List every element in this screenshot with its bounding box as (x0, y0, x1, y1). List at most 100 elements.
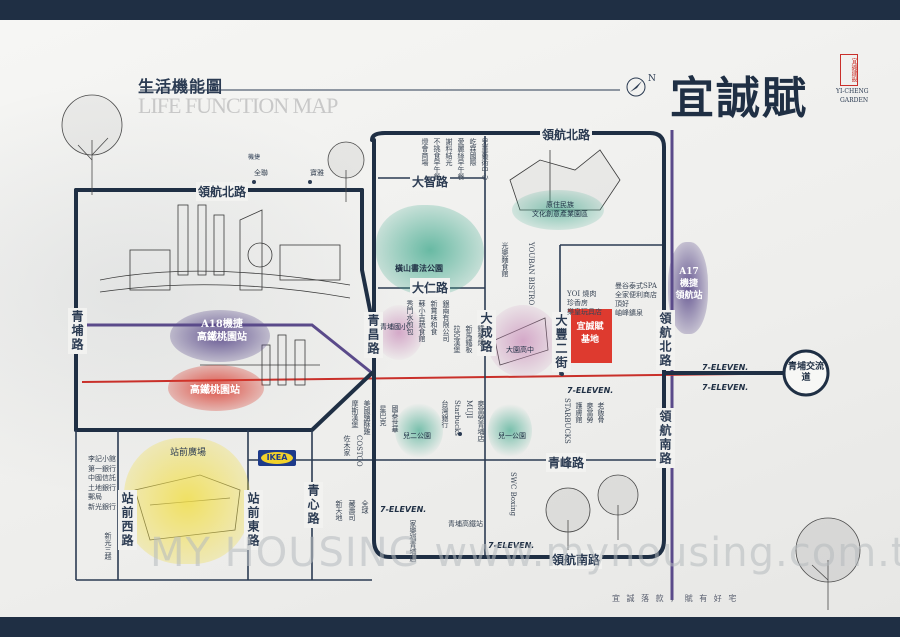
seven-eleven-1: 7-ELEVEN. (702, 363, 749, 372)
poi-misc-right: 護膚館 麥當勞 老飯骨 (574, 402, 605, 423)
poi-left-top-2: 寶雅 (310, 169, 324, 177)
poi-item: 全球 (361, 500, 369, 514)
road-label-linghang-north-v: 領航北路 (656, 310, 675, 370)
poi-item: 郵局 (88, 493, 102, 501)
a18-title: A18機捷 (201, 319, 243, 330)
poi-item: 麥當勞 (586, 402, 594, 423)
poi-item: 麥當勞青埔店 (477, 400, 485, 442)
a17-label[interactable]: A17 機捷 領航站 (674, 266, 704, 302)
a17-sub1: 機捷 (679, 279, 698, 289)
road-label-dazhi: 大智路 (410, 172, 451, 191)
aboriginal-label: 原住民族 文化創意產業園區 (522, 201, 598, 219)
poi-item: 岫峰鑛泉 (615, 309, 643, 317)
aboriginal-park-blob (512, 190, 604, 230)
park2-label: 兒二公園 (403, 432, 431, 440)
poi-dot (560, 372, 564, 376)
a18-label[interactable]: A18機捷 高鐵桃園站 (182, 318, 262, 344)
poi-item: 不挑食早午餐 (433, 138, 441, 180)
poi-item: YOI 燒肉 (567, 290, 597, 298)
poi-item: 老飯骨 (597, 402, 605, 423)
skyline-sketch (99, 204, 351, 299)
poi-item: Starbucks (453, 400, 461, 436)
road-linghang-loop (370, 131, 666, 559)
poi-item: 星巴克 (379, 405, 387, 426)
poi-starbucks: STARBUCKS (563, 398, 571, 444)
poi-right-list: YOI 燒肉 珍香房 樂皇玩具店 (567, 290, 602, 317)
a17-title: A17 (679, 267, 699, 277)
road-label-zhanqian-east: 站前東路 (244, 490, 263, 550)
poi-bottom-center: 家樂福青埔店 (409, 520, 417, 562)
road-link (360, 188, 374, 322)
poi-item: MUJI (465, 400, 473, 419)
poi-yu-shop: 光樂麵食館 (501, 242, 509, 277)
poi-item: 藏壽司 (348, 500, 356, 521)
poi-station-west: 李記小館 第一銀行 中國信託 土地銀行 郵局 新光銀行 (88, 455, 116, 512)
poi-item: 第一銀行 (88, 464, 116, 473)
tree-sketch-bottom (597, 474, 639, 540)
poi-item: 珍香房 (567, 299, 588, 307)
tree-sketch-mid (545, 487, 591, 565)
north-compass-icon (626, 77, 646, 97)
tree-sketch-topleft (61, 94, 123, 195)
poi-item: 新天地 (335, 500, 343, 521)
shopping-plaza-blob (124, 438, 250, 564)
poi-bottom-mid: 青埔高鐵站 (448, 520, 483, 528)
brand-slogan: 宜 誠 落 款 ， 賦 有 好 宅 (612, 594, 739, 603)
a17-sub2: 領航站 (675, 291, 703, 301)
road-label-linghang-south-v: 領航南路 (656, 408, 675, 468)
poi-item: 台灣銀行 (441, 400, 449, 428)
poi-mid-col1: 秀門水煎包 蘇小吉蔬食館 新賞味和食 銀兩有限公司 (405, 300, 450, 342)
poi-item: 新賞味和食 (430, 300, 438, 335)
tree-sketch-bottomright (795, 517, 861, 610)
poi-item: 蘇小吉蔬食館 (418, 300, 426, 342)
poi-dot (308, 180, 312, 184)
daxi-high-blob (487, 305, 559, 377)
poi-item: 中國信託 (88, 474, 116, 482)
map-title-en: LIFE FUNCTION MAP (138, 93, 338, 118)
poi-item: 屹霖國際 (469, 138, 477, 166)
poi-swc: SWC Boxing (509, 472, 517, 517)
brand-seal-text: 宜誠建設 (850, 58, 857, 82)
road-label-qingxin: 青心路 (304, 482, 323, 528)
poi-item: 愛麗絲早午餐 (457, 138, 465, 180)
poi-qingchang-misc: 星巴克 國泰世華 (378, 405, 399, 433)
seven-eleven-5: 7-ELEVEN. (488, 541, 535, 550)
poi-item: 秀門水煎包 (406, 300, 414, 335)
poi-item: 鐵板燒 (477, 325, 485, 346)
poi-item: 摩斯漢堡 (351, 400, 359, 428)
mrt-icon: 機捷 (248, 154, 261, 161)
north-label: N (648, 74, 656, 84)
poi-item: 美國鹽酥雞 (363, 400, 371, 435)
poi-dot (458, 432, 462, 436)
site-marker[interactable]: 宜誠賦 基地 (568, 309, 612, 363)
poi-near-hsr: 佐木家 COSTCO (342, 435, 363, 467)
site-line2: 基地 (580, 335, 599, 345)
qingpu-elem-blob (375, 305, 423, 360)
hsr-blob (168, 365, 264, 411)
qingpu-elem-label: 青埔國小 (380, 323, 408, 331)
a18-blob (170, 310, 270, 362)
poi-item: 新馬鐵板 (465, 325, 473, 353)
seven-eleven-4: 7-ELEVEN. (380, 505, 427, 514)
poi-item: 樂皇玩具店 (567, 308, 602, 316)
poi-item: 曼谷泰式SPA (615, 282, 657, 290)
road-label-linghang-north-left: 領航北路 (196, 182, 249, 201)
poi-item: 銀兩有限公司 (442, 300, 450, 342)
mrt-line-left (82, 323, 373, 375)
poi-dot (252, 180, 256, 184)
road-label-linghang-north-top: 領航北路 (540, 125, 593, 144)
watermark: MY HOUSING www.mynousing.com.tw (150, 530, 900, 576)
aboriginal-label-2: 文化創意產業園區 (532, 210, 588, 218)
road-label-daren: 大仁路 (410, 278, 451, 297)
a18-sub: 高鐵桃園站 (197, 332, 247, 343)
road-label-qingfeng: 青峰路 (546, 453, 587, 472)
poi-dacheng-col: 台灣銀行 Starbucks MUJI 麥當勞青埔店 (440, 400, 485, 442)
poi-left-top-1: 全聯 (254, 169, 268, 177)
poi-item: 李記小館 (88, 455, 116, 463)
brand-seal: 宜誠建設 (840, 54, 858, 86)
poi-item: 兒童藝術中心 (481, 138, 489, 180)
seven-eleven-2: 7-ELEVEN. (702, 383, 749, 392)
poi-item: 燈會商場 (421, 138, 429, 166)
hsr-label[interactable]: 高鐵桃園站 (190, 385, 240, 396)
